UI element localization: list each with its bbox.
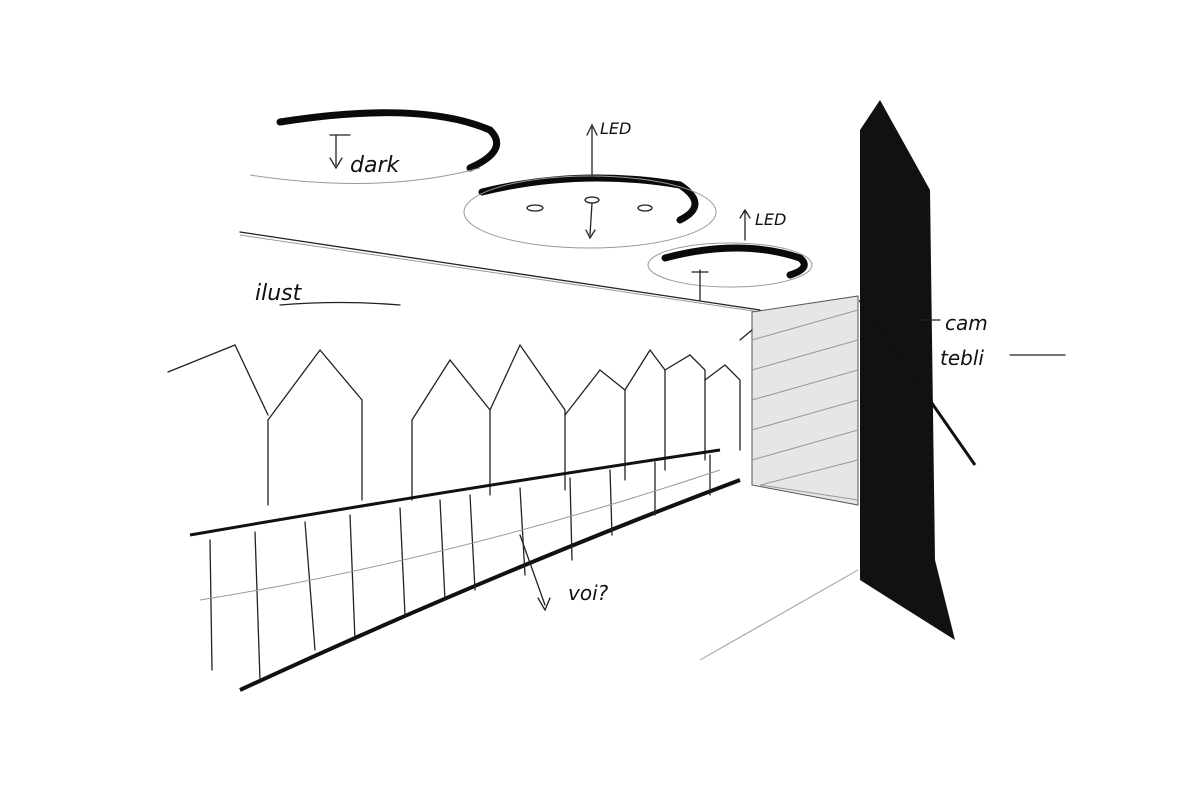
- label-dark: dark: [350, 153, 400, 178]
- wall-illustration-houses: [167, 329, 753, 506]
- back-wall: [751, 295, 859, 506]
- ceiling-lamp-large: [249, 109, 501, 185]
- label-tebli: tebli: [940, 346, 984, 370]
- black-wall-panel: [858, 100, 977, 640]
- label-led-1: LED: [600, 119, 631, 138]
- ceiling-lamp-middle: [463, 123, 717, 249]
- label-cam: cam: [945, 311, 988, 335]
- label-voi: voi?: [568, 581, 609, 605]
- label-led-2: LED: [755, 210, 786, 229]
- railing: [189, 448, 741, 692]
- label-ilust: ilust: [255, 281, 303, 306]
- ceiling-lamp-small: [647, 208, 813, 301]
